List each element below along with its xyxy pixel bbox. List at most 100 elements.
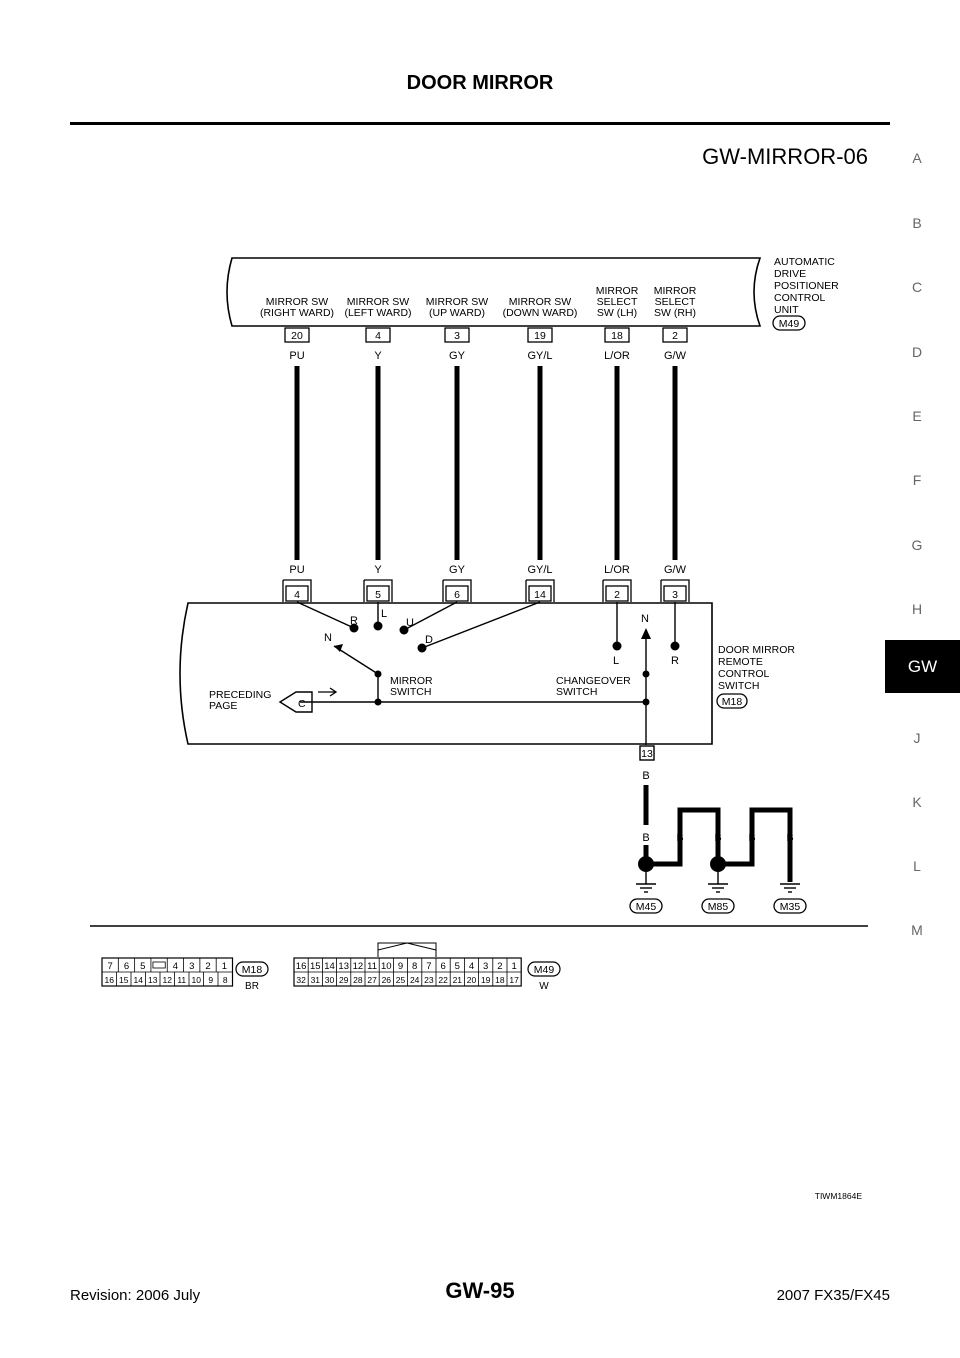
connector-pin-number: 31	[311, 975, 321, 985]
side-tab-gw-active[interactable]: GW	[885, 640, 960, 693]
wires	[294, 366, 678, 560]
connector-m49-label: M49	[779, 318, 800, 330]
changeover-switch-label: SWITCH	[556, 686, 597, 698]
changeover-switch-contacts	[612, 628, 680, 706]
side-tab-m[interactable]: M	[911, 922, 923, 938]
unit-bottom-name-line: SWITCH	[718, 680, 759, 692]
connector-pin-number: 21	[453, 975, 463, 985]
connector-pin-number: 5	[455, 961, 460, 972]
side-tab-e[interactable]: E	[912, 408, 922, 424]
side-tab-k[interactable]: K	[912, 794, 922, 810]
header-rule	[70, 122, 890, 125]
connector-pin-number: 19	[481, 975, 491, 985]
figure-code: TIWM1864E	[815, 1191, 863, 1201]
side-tab-f[interactable]: F	[912, 472, 922, 488]
ground-wire-color: B	[642, 770, 649, 782]
top-wire-color: G/W	[664, 350, 687, 362]
top-terminal-label: MIRROR SW	[347, 296, 410, 308]
connector-pin-number: 6	[440, 961, 445, 972]
connector-pin-number: 1	[222, 961, 227, 972]
ground-branch-color: B	[748, 832, 755, 844]
mirror-pos-u: U	[406, 617, 414, 629]
ground-branch-color: B	[642, 832, 649, 844]
mirror-switch-contacts	[334, 621, 427, 706]
changeover-pos-r: R	[671, 655, 679, 667]
top-terminal-pin: 18	[611, 330, 623, 342]
top-terminal-pin: 3	[454, 330, 460, 342]
ground-point-label: M35	[780, 901, 801, 913]
bottom-wire-color: GY	[449, 564, 466, 576]
bottom-terminal-pin: 14	[534, 589, 546, 601]
connector-pin-number: 16	[296, 961, 307, 972]
top-terminal-label: MIRROR SW	[426, 296, 489, 308]
top-terminal-label: SW (LH)	[597, 307, 637, 319]
connector-pin-number: 14	[134, 975, 144, 985]
bottom-terminal-pin: 5	[375, 589, 381, 601]
bottom-terminal-pin-box	[528, 585, 552, 602]
connector-m18-badge	[716, 693, 748, 709]
connector-pin-number: 5	[140, 961, 145, 972]
top-terminal-label: SELECT	[597, 296, 638, 308]
connector-m18-label: M18	[722, 696, 743, 708]
automatic-drive-positioner-control-unit	[226, 257, 762, 327]
connector-pin-number: 8	[223, 975, 228, 985]
connector-pin-number: 15	[310, 961, 321, 972]
top-terminal-pin: 20	[291, 330, 303, 342]
top-terminal-label: (DOWN WARD)	[503, 307, 578, 319]
bottom-terminal-bracket	[525, 579, 555, 602]
bottom-terminal-pin: 6	[454, 589, 460, 601]
connector-pin-number: 2	[497, 961, 502, 972]
connector-pin-number: 4	[469, 961, 474, 972]
mirror-switch	[296, 601, 541, 702]
changeover-switch	[300, 602, 676, 745]
side-tab-b[interactable]: B	[912, 215, 922, 231]
unit-top-name-line: CONTROL	[774, 292, 825, 304]
connector-pin-number: 11	[177, 975, 186, 985]
top-terminal-label: (RIGHT WARD)	[260, 307, 334, 319]
connector-pin-number: 18	[495, 975, 505, 985]
bottom-terminal-pin: 3	[672, 589, 678, 601]
bottom-terminal-pin-box	[605, 585, 629, 602]
mirror-pos-n: N	[324, 632, 332, 644]
bottom-terminal-bracket	[442, 579, 472, 602]
side-tab-j[interactable]: J	[913, 730, 921, 746]
revision-date: Revision: 2006 July	[70, 1287, 201, 1304]
bottom-wire-color: Y	[374, 564, 382, 576]
ground-point-label: M45	[636, 901, 657, 913]
unit-bottom-name-line: CONTROL	[718, 668, 769, 680]
connector-pin-number: 11	[367, 961, 377, 972]
top-terminal-label: (LEFT WARD)	[344, 307, 411, 319]
top-wire-color: L/OR	[604, 350, 630, 362]
connector-pin-number: 20	[467, 975, 477, 985]
connector-pin-number: 1	[511, 961, 516, 972]
top-terminal-pin-box	[527, 327, 553, 343]
side-tab-h[interactable]: H	[911, 601, 923, 617]
connector-pin-number: 23	[424, 975, 434, 985]
connector-pin-number: 8	[412, 961, 417, 972]
side-tab-c[interactable]: C	[911, 279, 923, 295]
page-title: DOOR MIRROR	[406, 72, 554, 94]
connector-pin-number: 17	[509, 975, 519, 985]
top-terminal-pin: 2	[672, 330, 678, 342]
connector-pin-number: 9	[398, 961, 403, 972]
side-tab-a[interactable]: A	[912, 150, 922, 166]
connector-pin-number: 7	[426, 961, 431, 972]
connector-pin-number: 3	[483, 961, 488, 972]
top-terminal-label: SW (RH)	[654, 307, 696, 319]
preceding-page-label: PAGE	[209, 700, 237, 712]
bottom-wire-color: L/OR	[604, 564, 630, 576]
connector-pin-number: 29	[339, 975, 349, 985]
side-tab-d[interactable]: D	[911, 344, 923, 360]
unit-top-name-line: DRIVE	[774, 268, 806, 280]
bottom-wire-color: GY/L	[527, 564, 552, 576]
connector-pin-number: 15	[119, 975, 129, 985]
page-number: GW-95	[445, 1278, 515, 1303]
side-tab-g[interactable]: G	[911, 537, 923, 553]
ground-section	[636, 745, 800, 893]
top-terminal-label: SELECT	[655, 296, 696, 308]
ground-branch-color: B	[714, 832, 721, 844]
side-tab-l[interactable]: L	[913, 858, 921, 874]
